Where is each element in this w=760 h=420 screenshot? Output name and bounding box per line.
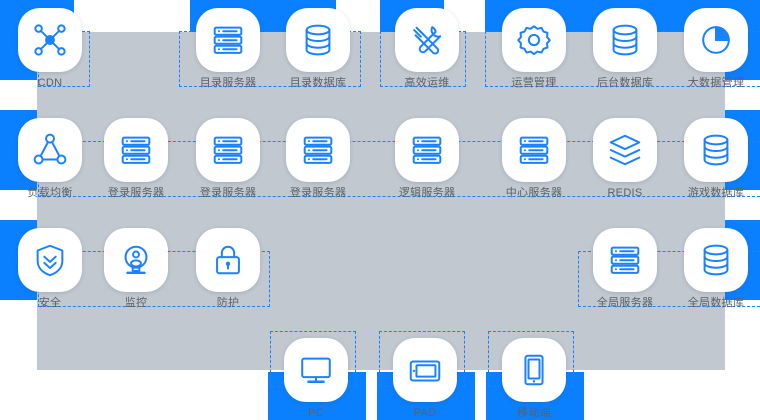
node-cdn[interactable]: CDN <box>12 8 88 90</box>
load-balancer-icon <box>18 118 82 182</box>
database-icon <box>286 8 350 72</box>
node-global-server[interactable]: 全局服务器 <box>587 228 663 310</box>
node-ops[interactable]: 高效运维 <box>389 8 465 90</box>
desktop-monitor-icon <box>284 338 348 402</box>
node-label-game-db: 游戏数据库 <box>687 187 745 199</box>
node-label-security: 安全 <box>38 297 62 309</box>
node-label-pc: PC <box>308 407 324 419</box>
node-label-global-db: 全局数据库 <box>687 297 745 309</box>
node-label-ops-manage: 运营管理 <box>511 77 557 89</box>
smartphone-icon <box>502 338 566 402</box>
node-label-dir-db: 目录数据库 <box>289 77 347 89</box>
node-dir-server[interactable]: 目录服务器 <box>190 8 266 90</box>
group-directory <box>179 31 361 87</box>
node-game-db[interactable]: 游戏数据库 <box>678 118 754 200</box>
node-mobile[interactable]: 移动端 <box>496 338 572 420</box>
server-rack-icon <box>502 118 566 182</box>
node-label-login-3: 登录服务器 <box>289 187 347 199</box>
node-label-redis: REDIS <box>607 187 643 199</box>
server-rack-icon <box>286 118 350 182</box>
node-pc[interactable]: PC <box>278 338 354 420</box>
node-label-global-server: 全局服务器 <box>596 297 654 309</box>
node-login-1[interactable]: 登录服务器 <box>98 118 174 200</box>
node-label-logic-server: 逻辑服务器 <box>398 187 456 199</box>
node-pad[interactable]: PAD <box>387 338 463 420</box>
pie-chart-icon <box>684 8 748 72</box>
node-label-bigdata: 大数据管理 <box>687 77 745 89</box>
node-load-balance[interactable]: 负载均衡 <box>12 118 88 200</box>
node-bigdata[interactable]: 大数据管理 <box>678 8 754 90</box>
shield-icon <box>18 228 82 292</box>
tools-wrench-icon <box>395 8 459 72</box>
node-redis[interactable]: REDIS <box>587 118 663 200</box>
group-global <box>578 251 760 307</box>
gear-icon <box>502 8 566 72</box>
node-login-3[interactable]: 登录服务器 <box>280 118 356 200</box>
node-monitor[interactable]: 监控 <box>98 228 174 310</box>
database-icon <box>684 228 748 292</box>
node-label-ops: 高效运维 <box>404 77 450 89</box>
node-login-2[interactable]: 登录服务器 <box>190 118 266 200</box>
node-label-protect: 防护 <box>216 297 240 309</box>
camera-monitor-icon <box>104 228 168 292</box>
layers-stack-icon <box>593 118 657 182</box>
node-global-db[interactable]: 全局数据库 <box>678 228 754 310</box>
node-label-backend-db: 后台数据库 <box>596 77 654 89</box>
tablet-icon <box>393 338 457 402</box>
node-label-pad: PAD <box>413 407 437 419</box>
server-rack-icon <box>593 228 657 292</box>
node-label-dir-server: 目录服务器 <box>199 77 257 89</box>
node-security[interactable]: 安全 <box>12 228 88 310</box>
gray-backdrop-panel <box>37 32 725 370</box>
server-rack-icon <box>395 118 459 182</box>
database-icon <box>684 118 748 182</box>
cdn-network-icon <box>18 8 82 72</box>
server-rack-icon <box>196 8 260 72</box>
node-label-login-2: 登录服务器 <box>199 187 257 199</box>
node-label-mobile: 移动端 <box>517 407 551 419</box>
database-icon <box>593 8 657 72</box>
node-center-server[interactable]: 中心服务器 <box>496 118 572 200</box>
node-label-load-balance: 负载均衡 <box>27 187 73 199</box>
node-label-center-server: 中心服务器 <box>505 187 563 199</box>
node-dir-db[interactable]: 目录数据库 <box>280 8 356 90</box>
node-label-monitor: 监控 <box>124 297 148 309</box>
node-protect[interactable]: 防护 <box>190 228 266 310</box>
node-ops-manage[interactable]: 运营管理 <box>496 8 572 90</box>
lock-icon <box>196 228 260 292</box>
server-rack-icon <box>104 118 168 182</box>
node-backend-db[interactable]: 后台数据库 <box>587 8 663 90</box>
node-label-login-1: 登录服务器 <box>107 187 165 199</box>
node-label-cdn: CDN <box>37 77 63 89</box>
server-rack-icon <box>196 118 260 182</box>
node-logic-server[interactable]: 逻辑服务器 <box>389 118 465 200</box>
